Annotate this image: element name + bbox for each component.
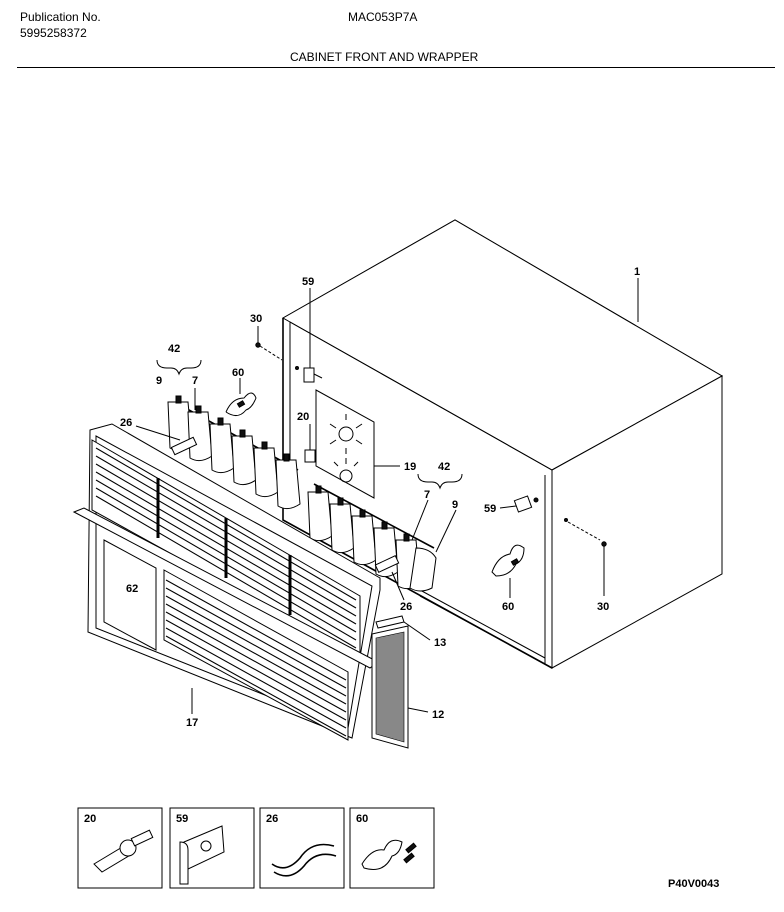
leader-26-left	[135, 425, 181, 441]
callout-60-right: 60	[502, 601, 514, 613]
callout-42-right: 42	[438, 461, 450, 473]
detail-label-26: 26	[266, 813, 278, 825]
detail-box-20: 20	[77, 807, 163, 889]
filter-12	[371, 625, 429, 749]
part-60-right	[491, 544, 525, 598]
callout-9-right: 9	[452, 499, 458, 511]
header-divider	[17, 67, 775, 68]
callout-12: 12	[432, 709, 444, 721]
filter-bracket-13	[375, 615, 431, 641]
detail-label-20: 20	[84, 813, 96, 825]
callout-30-left: 30	[250, 313, 262, 325]
callout-13: 13	[434, 637, 446, 649]
callout-26-left: 26	[120, 417, 132, 429]
detail-box-26: 26	[259, 807, 345, 889]
callout-9-left: 9	[156, 375, 162, 387]
publication-number: 5995258372	[20, 26, 87, 40]
screw-30-right	[567, 521, 607, 596]
callout-17: 17	[186, 717, 198, 729]
callout-1: 1	[634, 266, 640, 278]
callout-7-right: 7	[424, 489, 430, 501]
part-59-bracket-upper	[303, 288, 323, 383]
louver-assembly-right	[307, 473, 463, 592]
model-number: MAC053P7A	[348, 10, 418, 24]
diagram-title: CABINET FRONT AND WRAPPER	[290, 50, 479, 64]
control-panel-19	[315, 389, 400, 499]
callout-20: 20	[297, 411, 309, 423]
detail-label-60: 60	[356, 813, 368, 825]
callout-42-left: 42	[168, 343, 180, 355]
screw-30-left	[255, 326, 283, 361]
detail-label-59: 59	[176, 813, 188, 825]
callout-59-upper: 59	[302, 276, 314, 288]
callout-19: 19	[404, 461, 416, 473]
callout-7-left: 7	[192, 375, 198, 387]
publication-label: Publication No.	[20, 10, 101, 24]
louver-assembly-left	[156, 359, 301, 510]
callout-59-right: 59	[484, 503, 496, 515]
callout-60-left: 60	[232, 367, 244, 379]
drawing-code: P40V0043	[668, 878, 720, 890]
part-59-bracket-right	[499, 495, 539, 513]
callout-30-right: 30	[597, 601, 609, 613]
detail-box-60: 60	[349, 807, 435, 889]
leader-26-right	[391, 571, 405, 601]
part-60-left	[225, 378, 257, 416]
detail-box-59: 59	[169, 807, 255, 889]
callout-26-right: 26	[400, 601, 412, 613]
callout-62: 62	[126, 583, 138, 595]
part-20-knob	[304, 424, 316, 463]
